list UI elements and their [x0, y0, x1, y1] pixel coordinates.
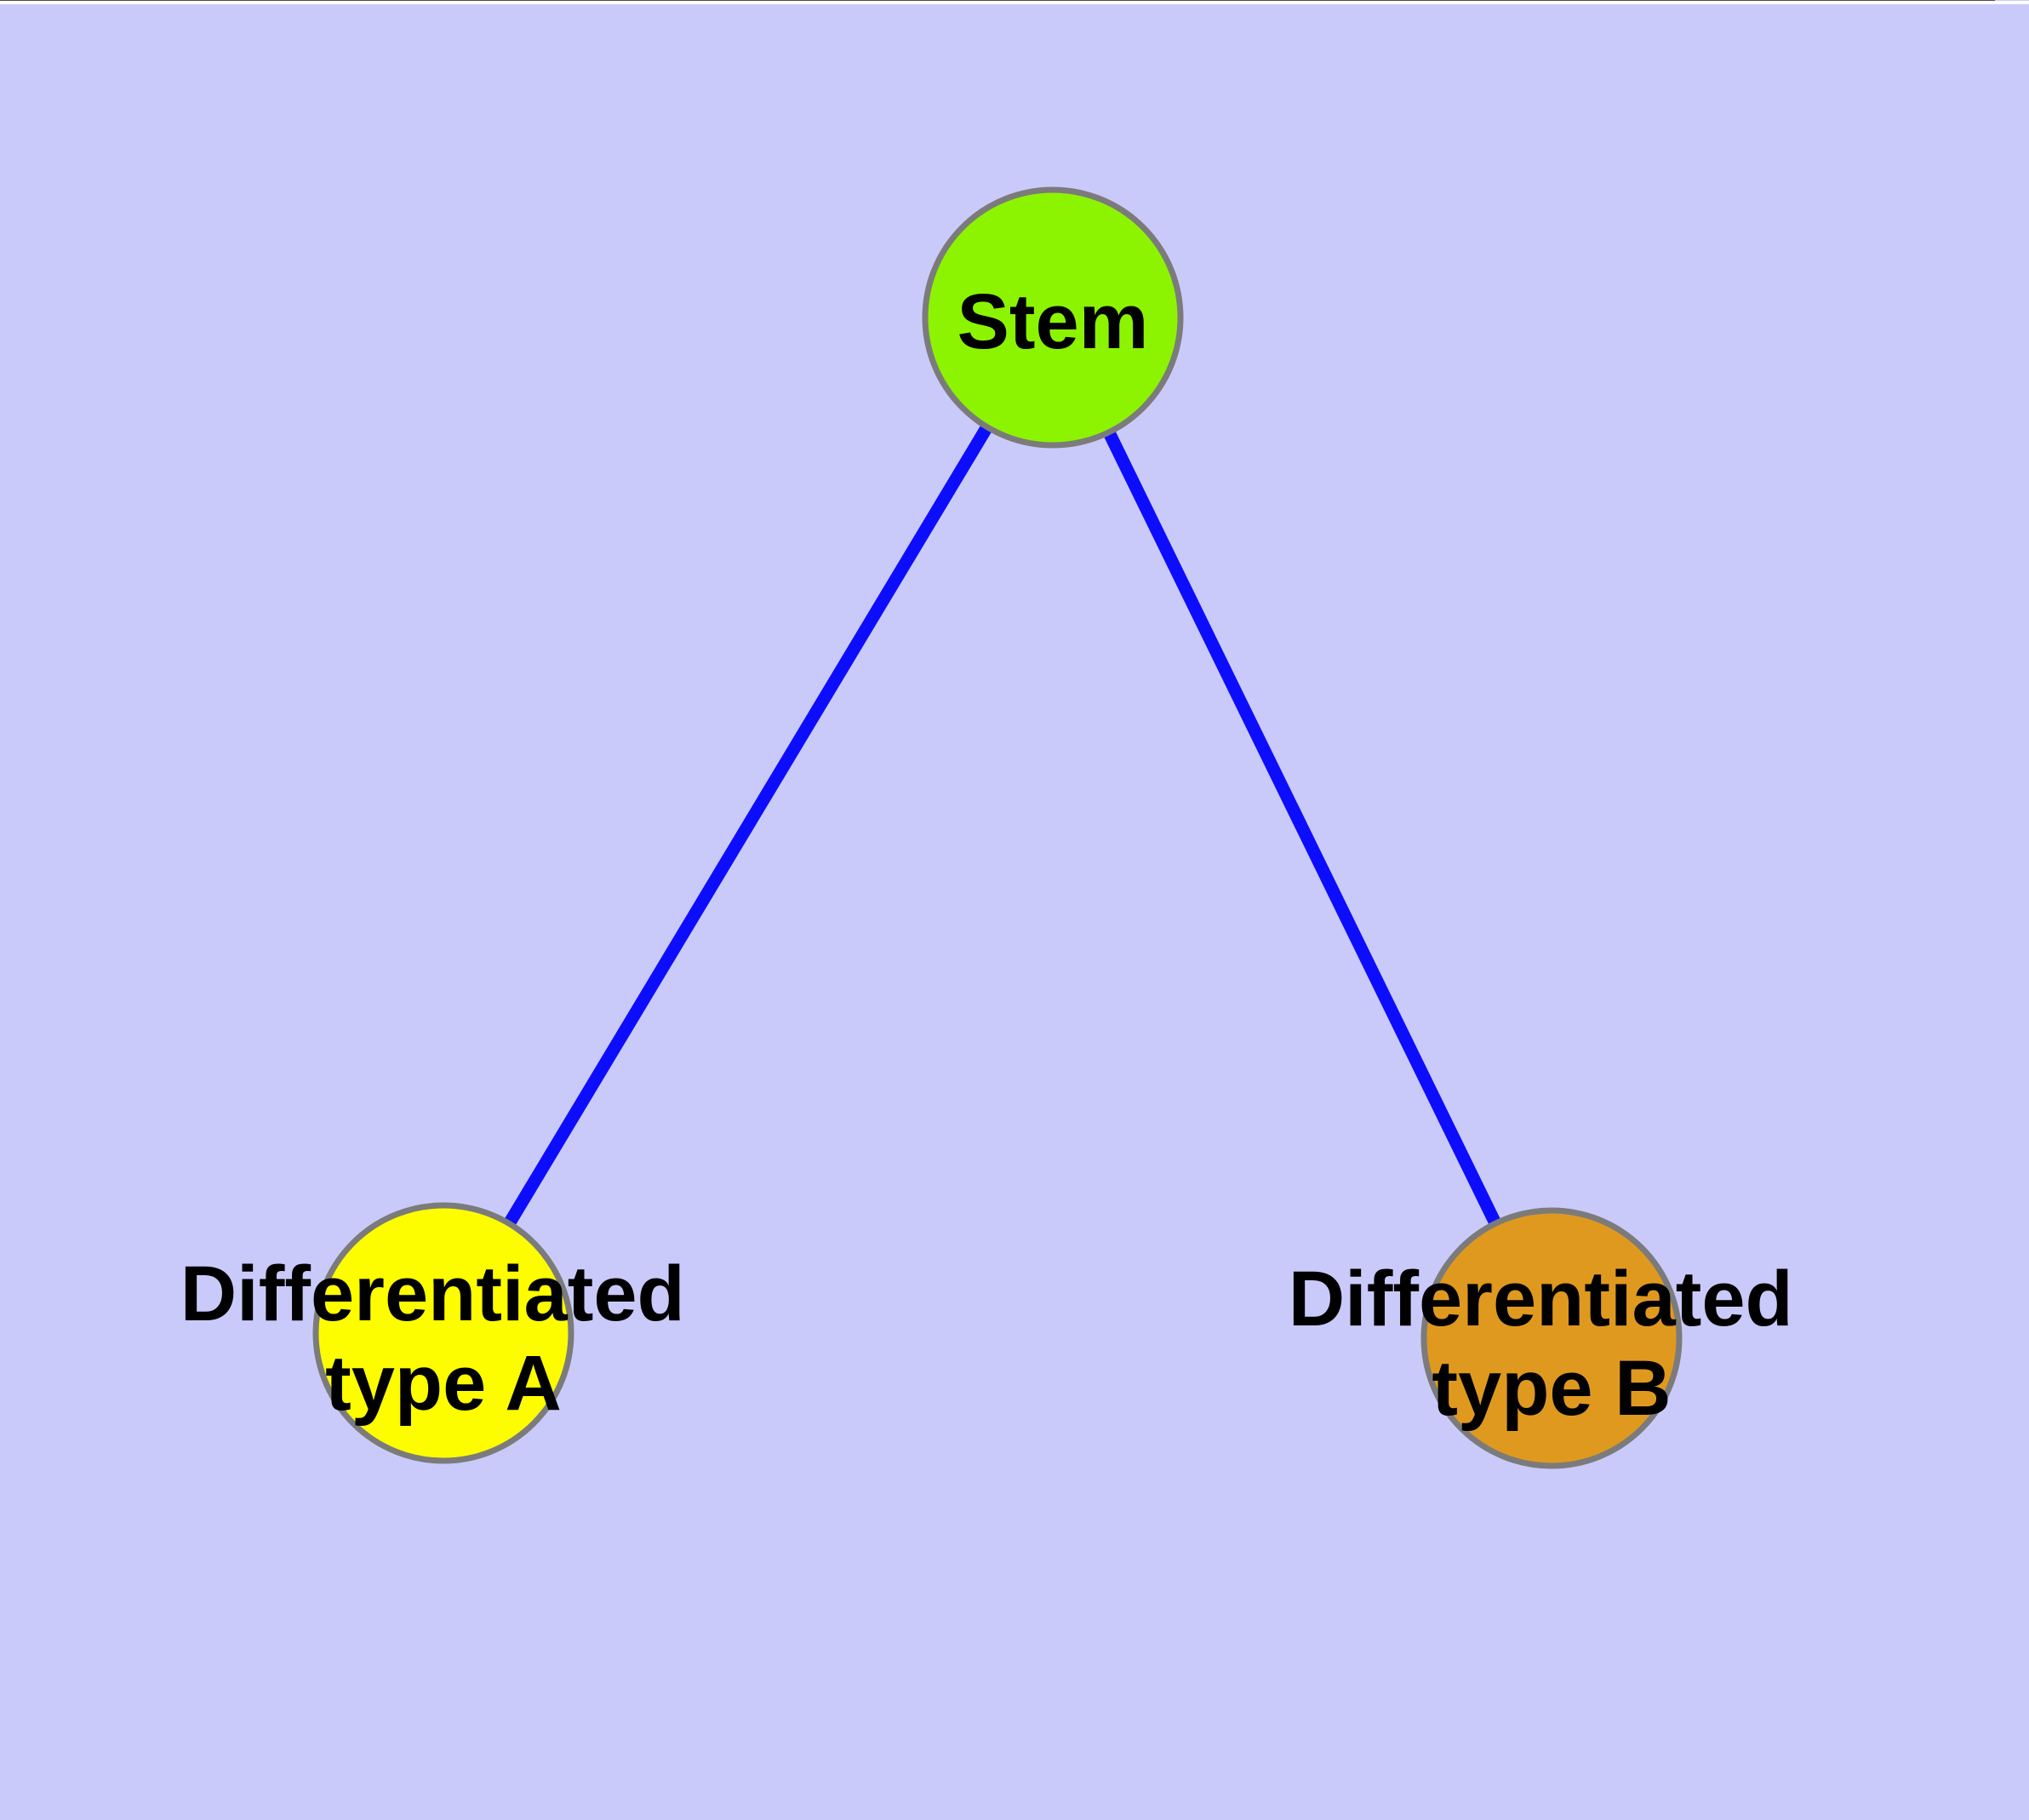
- window-top-white-strip: [0, 1, 2029, 4]
- node-stem: [922, 186, 1184, 449]
- edge-stem-to-type-a: [437, 314, 1059, 1336]
- node-differentiated-type-a-label-line1: Differentiated: [180, 1251, 685, 1337]
- node-stem-label: Stem: [957, 278, 1149, 365]
- node-differentiated-type-b-label-line1: Differentiated: [1289, 1256, 1793, 1342]
- node-differentiated-type-b-label: Differentiated type B: [1289, 1256, 1815, 1432]
- node-differentiated-type-a-label: Differentiated type A: [180, 1251, 707, 1427]
- node-differentiated-type-b: [1420, 1207, 1683, 1469]
- edge-stem-to-type-b: [1047, 314, 1557, 1342]
- window-top-edge-line: [0, 0, 1995, 1]
- node-differentiated-type-a-label-line2: type A: [325, 1340, 562, 1427]
- node-differentiated-type-b-label-line2: type B: [1432, 1345, 1671, 1432]
- node-differentiated-type-a: [312, 1202, 574, 1464]
